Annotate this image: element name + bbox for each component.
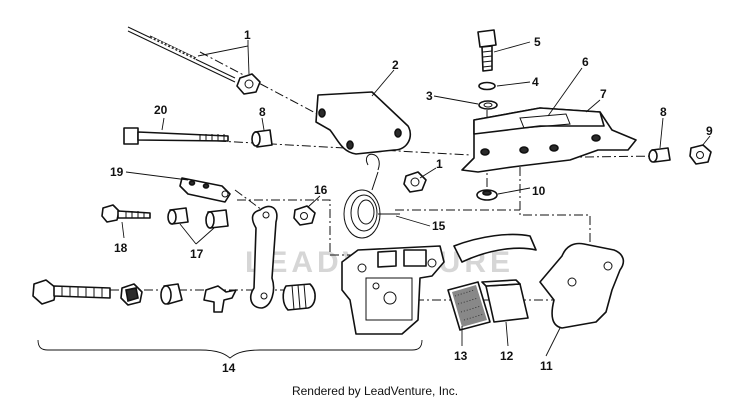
- callout-labels: 1 2 3 4 5 6 7 8 9 10 1 8 16 15 19 20 18 …: [110, 28, 713, 375]
- callout-8: 8: [259, 105, 266, 119]
- callout-3: 3: [426, 89, 433, 103]
- part-5-bolt: [477, 29, 497, 72]
- callout-7: 7: [600, 87, 607, 101]
- callout-10: 10: [532, 184, 546, 198]
- part-17-spacers: [167, 207, 229, 229]
- callout-13: 13: [454, 349, 468, 363]
- callout-16: 16: [314, 183, 328, 197]
- callout-8b: 8: [660, 105, 667, 119]
- callout-11: 11: [540, 359, 553, 373]
- part-13-block: [447, 281, 491, 331]
- part-14-bracket-line: [37, 339, 423, 359]
- callout-15: 15: [432, 219, 446, 233]
- part-3-washer: [478, 100, 498, 110]
- callout-9: 9: [706, 124, 713, 138]
- control-arm: [249, 205, 278, 309]
- callout-1b: 1: [436, 157, 443, 171]
- part-20-bolt: [123, 127, 229, 145]
- callout-5: 5: [534, 35, 541, 49]
- part-4-washer: [478, 81, 496, 91]
- callout-14: 14: [222, 361, 236, 375]
- part-12-block: [481, 279, 529, 323]
- curved-pad: [453, 233, 537, 263]
- part-8-spacer-right: [648, 147, 671, 163]
- callout-18: 18: [114, 241, 128, 255]
- part-1-nut: [403, 171, 427, 193]
- part-10-bushing: [476, 189, 498, 201]
- callout-19: 19: [110, 165, 124, 179]
- callout-6: 6: [582, 55, 589, 69]
- governor-block: [341, 245, 445, 335]
- callout-2: 2: [392, 58, 399, 72]
- part-8-spacer-left: [251, 129, 273, 148]
- part-19-lever: [179, 177, 231, 203]
- part-16-nut: [293, 205, 316, 226]
- callout-20: 20: [154, 103, 168, 117]
- part-2-bracket: [315, 91, 412, 155]
- part-11-plate: [539, 242, 625, 329]
- part-6-7-mount-bracket: [461, 107, 637, 173]
- callout-12: 12: [500, 349, 514, 363]
- footer-credit: Rendered by LeadVenture, Inc.: [291, 384, 459, 398]
- part-14-assembly: [32, 279, 316, 313]
- callout-4: 4: [532, 75, 539, 89]
- part-15-spring: [343, 153, 400, 239]
- callout-17: 17: [190, 247, 204, 261]
- part-18-screw: [101, 204, 151, 223]
- part-9-nut: [689, 144, 712, 165]
- callout-1: 1: [244, 28, 251, 42]
- part-1-cable: [127, 26, 261, 95]
- leader-lines: [121, 40, 711, 357]
